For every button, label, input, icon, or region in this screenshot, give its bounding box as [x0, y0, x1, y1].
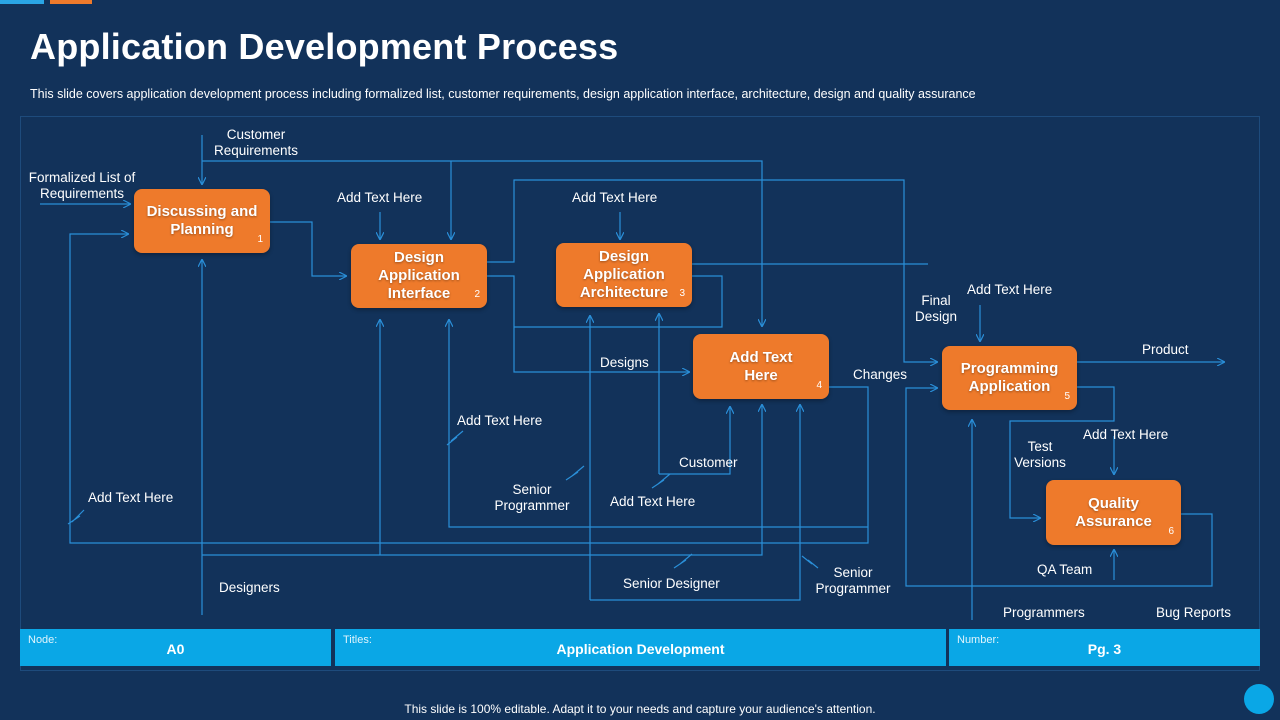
connector-3-loop [514, 275, 723, 328]
connector-1-2 [270, 221, 346, 276]
box-number: 4 [816, 380, 822, 391]
page-title: Application Development Process [30, 26, 619, 67]
connector-2-top [487, 179, 937, 362]
label-senior-designer: Senior Designer [623, 576, 720, 591]
connector-4-loop [449, 320, 868, 528]
box-label: Design Application Interface [378, 249, 460, 302]
box-number: 2 [474, 289, 480, 300]
process-box-design-architecture[interactable]: Design Application Architecture 3 [556, 243, 692, 307]
senior-prog-2-line [590, 405, 800, 601]
node-key: Node: [28, 634, 58, 646]
process-box-quality-assurance[interactable]: Quality Assurance 6 [1046, 480, 1181, 545]
titles-value: Application Development [556, 641, 725, 657]
process-box-programming[interactable]: Programming Application 5 [942, 346, 1077, 410]
label-add-text-3: Add Text Here [457, 413, 543, 428]
node-value: A0 [166, 641, 185, 657]
page-subtitle: This slide covers application developmen… [30, 87, 976, 101]
box-label: Design Application Architecture [579, 248, 669, 301]
label-add-text-2: Add Text Here [572, 190, 658, 205]
box-label: Discussing and Planning [146, 203, 258, 238]
accent-bar-blue [0, 0, 44, 4]
label-add-text-5: Add Text Here [967, 282, 1053, 297]
box-number: 5 [1064, 391, 1070, 402]
label-add-text-7: Add Text Here [88, 490, 174, 505]
info-cell-number: Number: Pg. 3 [949, 629, 1260, 666]
label-final-design: Final Design [914, 293, 958, 324]
box-label: Quality Assurance [1075, 494, 1152, 530]
label-add-text-1: Add Text Here [337, 190, 423, 205]
info-cell-node: Node: A0 [20, 629, 331, 666]
label-senior-programmer-1: Senior Programmer [494, 482, 570, 513]
box-label: Programming Application [960, 360, 1059, 395]
accent-bar-orange [50, 0, 92, 4]
label-product: Product [1142, 342, 1189, 357]
titles-key: Titles: [343, 634, 372, 646]
label-programmers: Programmers [1003, 605, 1085, 620]
label-bug-reports: Bug Reports [1156, 605, 1232, 620]
label-qa-team: QA Team [1037, 562, 1093, 577]
label-add-text-4: Add Text Here [610, 494, 696, 509]
process-box-add-text[interactable]: Add Text Here 4 [693, 334, 829, 399]
label-designers: Designers [219, 580, 280, 595]
process-box-discussing-planning[interactable]: Discussing and Planning 1 [134, 189, 270, 253]
label-customer-requirements: Customer Requirements [213, 127, 299, 158]
number-key: Number: [957, 634, 1000, 646]
label-add-text-6: Add Text Here [1083, 427, 1169, 442]
box-number: 1 [257, 234, 263, 245]
corner-dot [1244, 684, 1274, 714]
label-changes: Changes [853, 367, 908, 382]
connector-6-bug [905, 388, 1213, 587]
label-senior-programmer-2: Senior Programmer [815, 565, 891, 596]
info-cell-titles: Titles: Application Development [335, 629, 946, 666]
label-customer: Customer [679, 455, 738, 470]
box-number: 6 [1168, 526, 1174, 537]
label-test-versions: Test Versions [1014, 439, 1066, 470]
box-label: Add Text Here [729, 348, 793, 384]
footer-note: This slide is 100% editable. Adapt it to… [404, 702, 876, 716]
customer-req-line [202, 160, 762, 326]
connector-4-changes [69, 234, 869, 544]
number-value: Pg. 3 [1087, 641, 1122, 657]
box-number: 3 [679, 288, 685, 299]
process-box-design-interface[interactable]: Design Application Interface 2 [351, 244, 487, 308]
label-designs: Designs [600, 355, 649, 370]
connector-2-designs [487, 275, 689, 372]
customer-branch [659, 407, 730, 475]
diagram-frame [20, 116, 1260, 671]
connector-5-test [1009, 386, 1115, 518]
designers-branch [202, 405, 762, 556]
label-formalized-list: Formalized List of Requirements [28, 170, 136, 201]
